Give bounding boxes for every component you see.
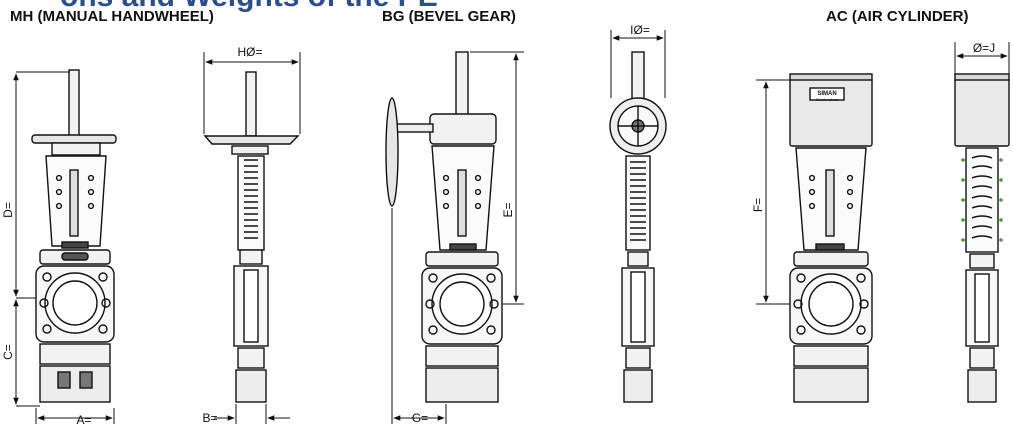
- ac-side-view: [954, 73, 1010, 403]
- dimension-label-e: E=: [501, 202, 515, 217]
- ac-side-green-bolts: [961, 158, 1003, 242]
- section-label-manual-handwheel: MH (MANUAL HANDWHEEL): [10, 8, 214, 25]
- dimension-label-j: Ø=J: [973, 41, 995, 55]
- cylinder-plate-subtext: Stock valves: [816, 97, 838, 102]
- dimension-label-d: D=: [1, 202, 15, 218]
- ac-side-dimension-lines: [954, 42, 1010, 74]
- bg-side-dimension-lines: [610, 30, 666, 98]
- page-title: ons and Weights of the PE: [60, 0, 438, 14]
- mh-front-view: [31, 69, 117, 403]
- dimension-label-a: A=: [76, 413, 91, 427]
- dimension-label-b: B=: [202, 411, 217, 425]
- cylinder-plate-text: SIMAN: [817, 91, 836, 97]
- dimension-label-h: HØ=: [237, 45, 262, 59]
- dimension-label-c: C=: [1, 344, 15, 360]
- bg-front-dimension-lines: [391, 51, 524, 424]
- dimension-label-f: F=: [751, 198, 765, 212]
- mh-front-dimension-lines: [13, 71, 115, 424]
- ac-front-view: [789, 73, 873, 403]
- section-label-bevel-gear: BG (BEVEL GEAR): [382, 8, 516, 25]
- mh-side-dimension-lines: [203, 52, 301, 424]
- ac-front-dimension-lines: [756, 79, 790, 305]
- dimension-label-i: IØ=: [630, 23, 650, 37]
- bg-side-view: [609, 51, 667, 403]
- bg-front-view: [385, 51, 503, 403]
- mh-side-view: [203, 71, 300, 403]
- dimension-label-g: G=: [412, 411, 428, 425]
- section-label-air-cylinder: AC (AIR CYLINDER): [826, 8, 969, 25]
